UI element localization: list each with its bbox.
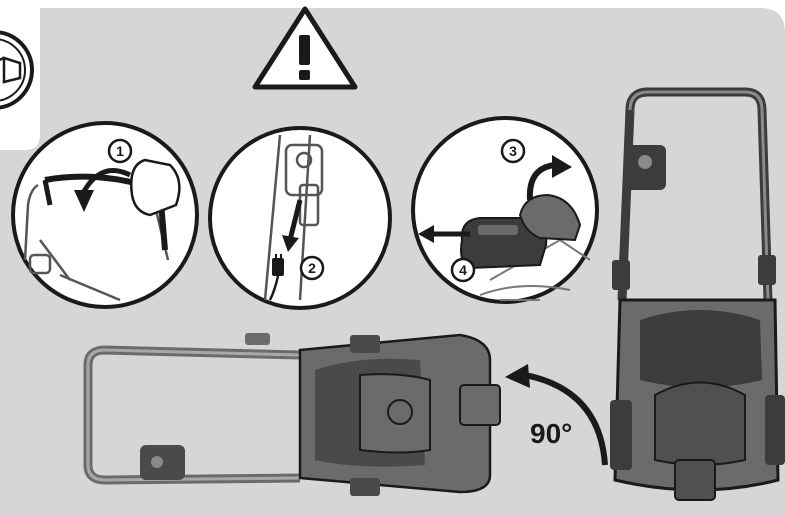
down-arrow-icon (287, 199, 303, 241)
upright-mower (610, 87, 785, 501)
step-2-number: 2 (308, 260, 316, 276)
step-3-number: 3 (509, 143, 517, 159)
grass-box-badge-icon (0, 30, 34, 110)
rotate-arrow-icon (79, 168, 132, 197)
curved-arrow-icon (526, 162, 556, 201)
warning-triangle-icon (252, 6, 358, 90)
step-2-circle: 2 (208, 126, 392, 310)
step-1-circle: 1 (11, 121, 199, 309)
hand-icon (130, 158, 181, 217)
step-1-number: 1 (116, 143, 124, 159)
step-4-badge (450, 257, 476, 283)
rotate-90-arrow-icon (524, 372, 608, 466)
background-panel (0, 8, 785, 515)
step-3-4-circle: 3 4 (411, 116, 599, 304)
rotation-indicator: 90° (505, 364, 608, 466)
plug-icon (268, 254, 284, 301)
rotation-label: 90° (530, 418, 572, 449)
step-1-badge (107, 138, 133, 164)
step-3-badge (500, 138, 526, 164)
step-4-number: 4 (459, 262, 467, 278)
tilted-mower (83, 333, 501, 496)
step-2-badge (299, 255, 325, 281)
